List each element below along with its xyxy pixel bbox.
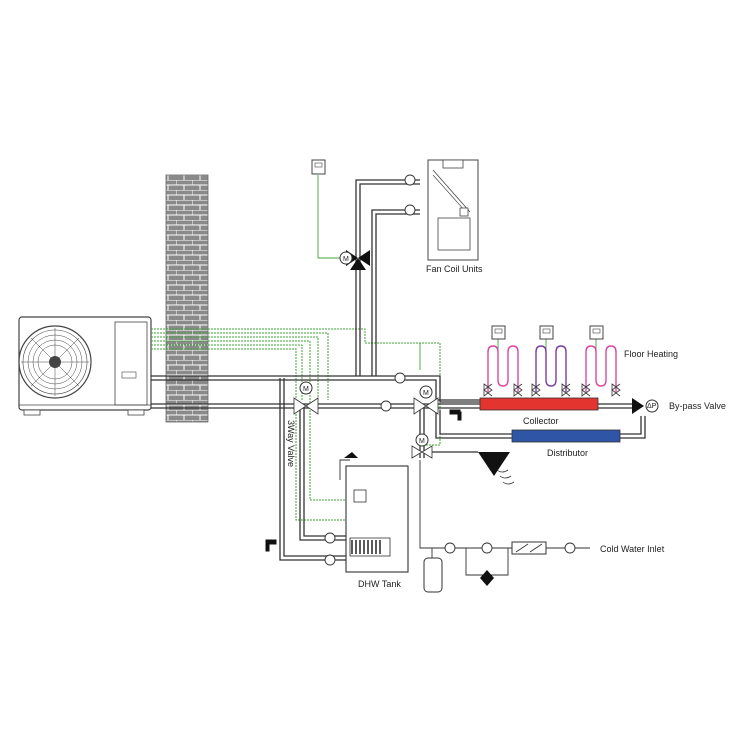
safety-valve-icon: [480, 570, 494, 586]
thermostat-icon: [491, 325, 506, 340]
heat-pump-unit: [18, 316, 152, 416]
main-three-way-valve-icon: M 3Way Valve: [286, 381, 319, 467]
filter-icon: [511, 541, 547, 555]
control-wiring: [151, 175, 597, 521]
collector-label: Collector: [523, 416, 559, 426]
dhw-tank-label: DHW Tank: [358, 579, 401, 589]
dhw-motorized-valve-icon: M: [411, 433, 433, 459]
motor-symbol: M: [423, 390, 429, 397]
loop-valves: [483, 383, 621, 397]
distributor-label: Distributor: [547, 448, 588, 458]
thermostat-icon: [311, 159, 326, 175]
cold-water-inlet-label: Cold Water Inlet: [600, 544, 665, 554]
expansion-vessel: [423, 557, 443, 593]
piping: [151, 179, 646, 576]
collector-manifold: [479, 397, 599, 411]
bypass-valve-label: By-pass Valve: [669, 401, 726, 411]
thermostat-icon: [539, 325, 554, 340]
circulator-pumps: [324, 174, 576, 566]
motor-symbol: M: [419, 438, 425, 445]
three-way-valve-label: 3Way Valve: [286, 420, 296, 467]
three-way-valve-icon: M: [339, 250, 370, 270]
motor-symbol: M: [303, 386, 309, 393]
floor-heating-label: Floor Heating: [624, 349, 678, 359]
motorized-valve-icon: M: [413, 385, 439, 415]
dhw-tank: DHW Tank: [339, 452, 409, 589]
fan-coil-unit: Fan Coil Units: [426, 159, 483, 274]
motor-symbol: M: [343, 256, 349, 263]
floor-heating-loops: Floor Heating: [487, 345, 678, 392]
brick-wall: [165, 174, 209, 423]
delta-p-symbol: ΔP: [647, 403, 657, 410]
fan-coil-units-label: Fan Coil Units: [426, 264, 483, 274]
thermostat-icon: [589, 325, 604, 340]
bypass-valve-icon: ΔP By-pass Valve: [632, 398, 726, 414]
fan-icon: [18, 325, 92, 399]
shower-icon: [478, 452, 515, 485]
distributor-manifold: [511, 429, 621, 443]
tap-icon: [265, 409, 462, 552]
